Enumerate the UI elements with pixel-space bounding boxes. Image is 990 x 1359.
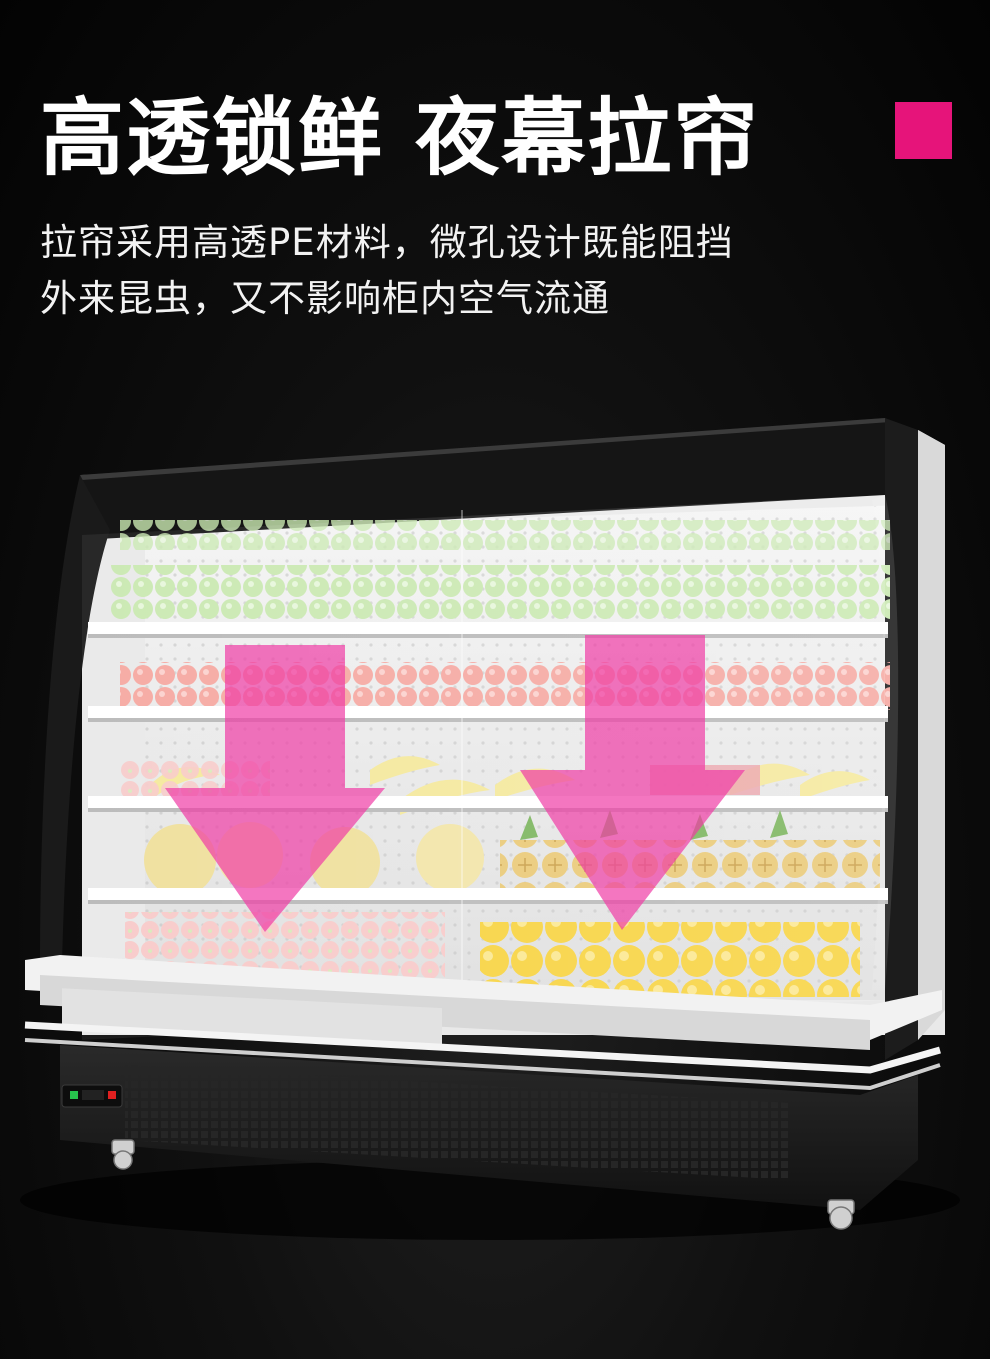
headline: 高透锁鲜 夜幕拉帘 [40, 89, 760, 187]
refrigerated-display-cabinet-photo [0, 400, 990, 1359]
subtitle: 拉帘采用高透PE材料，微孔设计既能阻挡 外来昆虫，又不影响柜内空气流通 [40, 215, 940, 327]
subtitle-line-2: 外来昆虫，又不影响柜内空气流通 [40, 277, 610, 320]
accent-square [895, 102, 952, 159]
subtitle-line-1: 拉帘采用高透PE材料，微孔设计既能阻挡 [40, 221, 734, 264]
